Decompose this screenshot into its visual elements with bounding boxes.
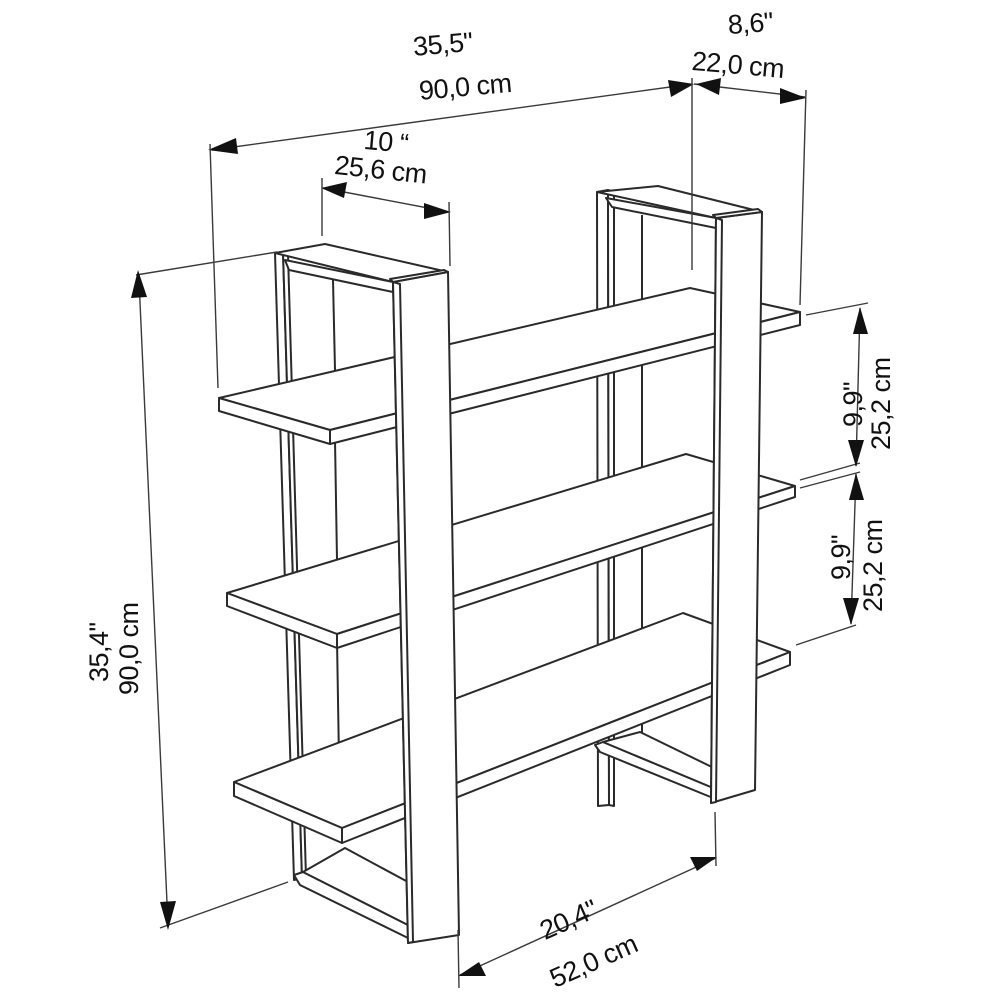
arrow-icon	[668, 80, 694, 97]
arrow-icon	[690, 857, 717, 871]
arrow-icon	[208, 138, 238, 154]
top-shelf	[218, 287, 801, 445]
upper-gap-cm-label: 25,2 cm	[866, 357, 896, 450]
arrow-icon	[321, 182, 347, 198]
total-height-cm-label: 90,0 cm	[114, 602, 144, 695]
arrow-icon	[160, 901, 176, 930]
middle-shelf	[226, 453, 796, 649]
arrow-icon	[780, 88, 806, 104]
total-height-inch-label: 35,4"	[84, 622, 114, 682]
side-depth-inch-label: 8,6"	[726, 6, 774, 40]
arrow-icon	[849, 473, 864, 500]
arrow-icon	[848, 440, 864, 467]
total-width-inch-label: 35,5"	[411, 26, 474, 62]
right-frame-front-post	[710, 208, 763, 804]
arrow-icon	[696, 78, 721, 95]
arrow-icon	[131, 270, 147, 298]
lower-gap-inch-label: 9,9"	[826, 534, 856, 580]
dimension-lines	[131, 78, 869, 989]
arrow-icon	[843, 598, 859, 625]
arrow-icon	[458, 962, 486, 976]
lower-gap-cm-label: 25,2 cm	[858, 519, 888, 612]
arrow-icon	[853, 307, 868, 334]
upper-gap-inch-label: 9,9"	[838, 381, 868, 427]
arrow-icon	[424, 203, 451, 219]
left-frame-front-post	[389, 269, 460, 944]
bottom-shelf	[233, 612, 791, 844]
